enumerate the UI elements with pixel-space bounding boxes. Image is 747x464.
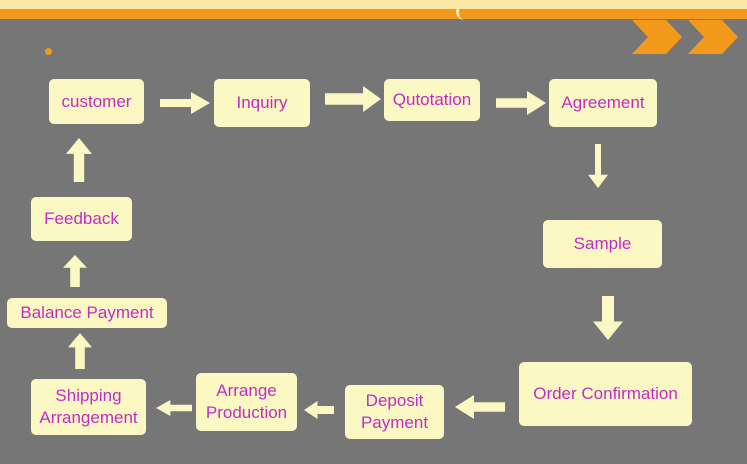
node-sample: Sample — [543, 220, 662, 268]
arrow-customer-to-inquiry — [160, 92, 210, 114]
arrow-shipping-to-balance — [68, 333, 92, 369]
node-order-confirmation: Order Confirmation — [519, 362, 692, 426]
bullet-dot — [45, 48, 52, 55]
arrow-sample-to-order-confirmation — [593, 296, 623, 340]
node-arrange-production: Arrange Production — [196, 373, 297, 431]
node-inquiry: Inquiry — [214, 79, 310, 127]
node-shipping-arrangement: Shipping Arrangement — [31, 379, 146, 435]
arrow-balance-to-feedback — [63, 255, 87, 287]
node-balance-payment: Balance Payment — [7, 298, 167, 328]
arrow-order-to-deposit — [455, 395, 505, 419]
chevron-icon-2 — [688, 20, 738, 54]
arrow-production-to-shipping — [156, 400, 192, 416]
node-feedback: Feedback — [31, 197, 132, 241]
node-deposit-payment: Deposit Payment — [345, 385, 444, 439]
node-customer: customer — [49, 79, 144, 124]
arrow-quotation-to-agreement — [496, 91, 546, 115]
arrow-inquiry-to-quotation — [325, 86, 381, 112]
chevron-icon-1 — [632, 20, 682, 54]
arrow-agreement-to-sample — [588, 144, 608, 188]
top-swoosh-decor — [456, 4, 473, 20]
node-quotation: Qutotation — [384, 79, 480, 121]
arrow-deposit-to-production — [304, 401, 334, 419]
top-decor-orange-band — [0, 9, 747, 19]
top-decor-light-band — [0, 0, 747, 9]
arrow-feedback-to-customer — [66, 138, 92, 182]
node-agreement: Agreement — [549, 79, 657, 127]
